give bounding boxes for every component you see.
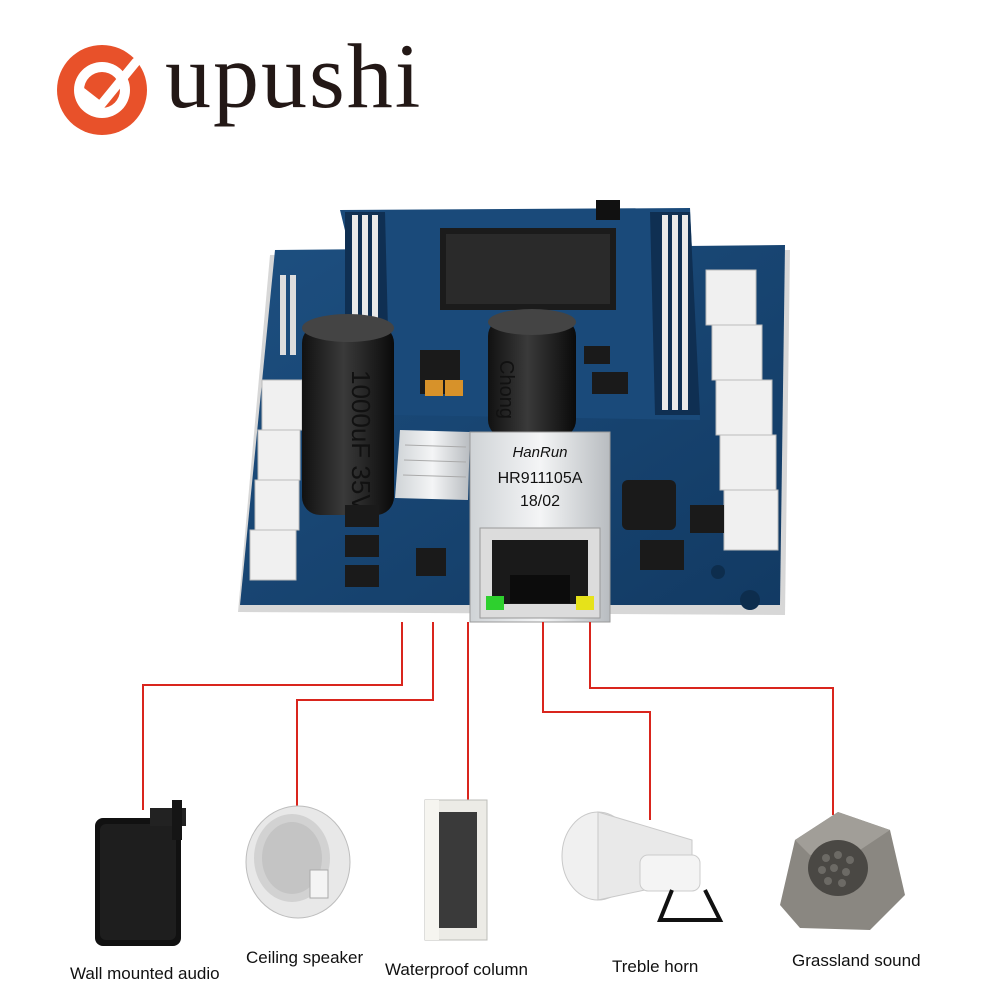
svg-text:18/02: 18/02: [520, 493, 560, 510]
rock-speaker-icon: [780, 812, 905, 930]
ceiling-speaker-icon: [245, 805, 351, 919]
product-label-treble-horn: Treble horn: [612, 957, 699, 976]
svg-text:Chong: Chong: [495, 360, 517, 419]
horn-speaker-icon: [561, 811, 724, 922]
column-speaker-icon: [424, 799, 488, 941]
product-label-waterproof-column: Waterproof column: [385, 960, 528, 979]
wall-speaker-icon: [95, 800, 186, 946]
microcontroller-chip: [440, 228, 616, 310]
product-label-grassland-sound: Grassland sound: [792, 951, 921, 970]
left-terminal-connectors: [249, 379, 303, 581]
heatsink: [395, 430, 470, 500]
side-pin-strip: [280, 275, 296, 355]
capacitor-right: Chong: [488, 309, 576, 438]
svg-text:HR911105A: HR911105A: [498, 470, 583, 487]
svg-text:1000uF 35V: 1000uF 35V: [346, 370, 376, 512]
svg-text:HanRun: HanRun: [512, 444, 567, 461]
capacitor-left: 1000uF 35V: [302, 314, 394, 515]
pin-headers: [352, 215, 688, 410]
product-label-ceiling-speaker: Ceiling speaker: [246, 948, 364, 967]
brand-name: upushi: [165, 25, 423, 127]
smd-components: [345, 346, 724, 587]
crystal: [596, 200, 620, 220]
product-label-wall-mounted-audio: Wall mounted audio: [70, 964, 220, 983]
connector-lines: [142, 622, 834, 820]
upushi-logo-icon: [57, 45, 147, 135]
rj45-jack: HanRun HR911105A 18/02: [469, 431, 611, 623]
